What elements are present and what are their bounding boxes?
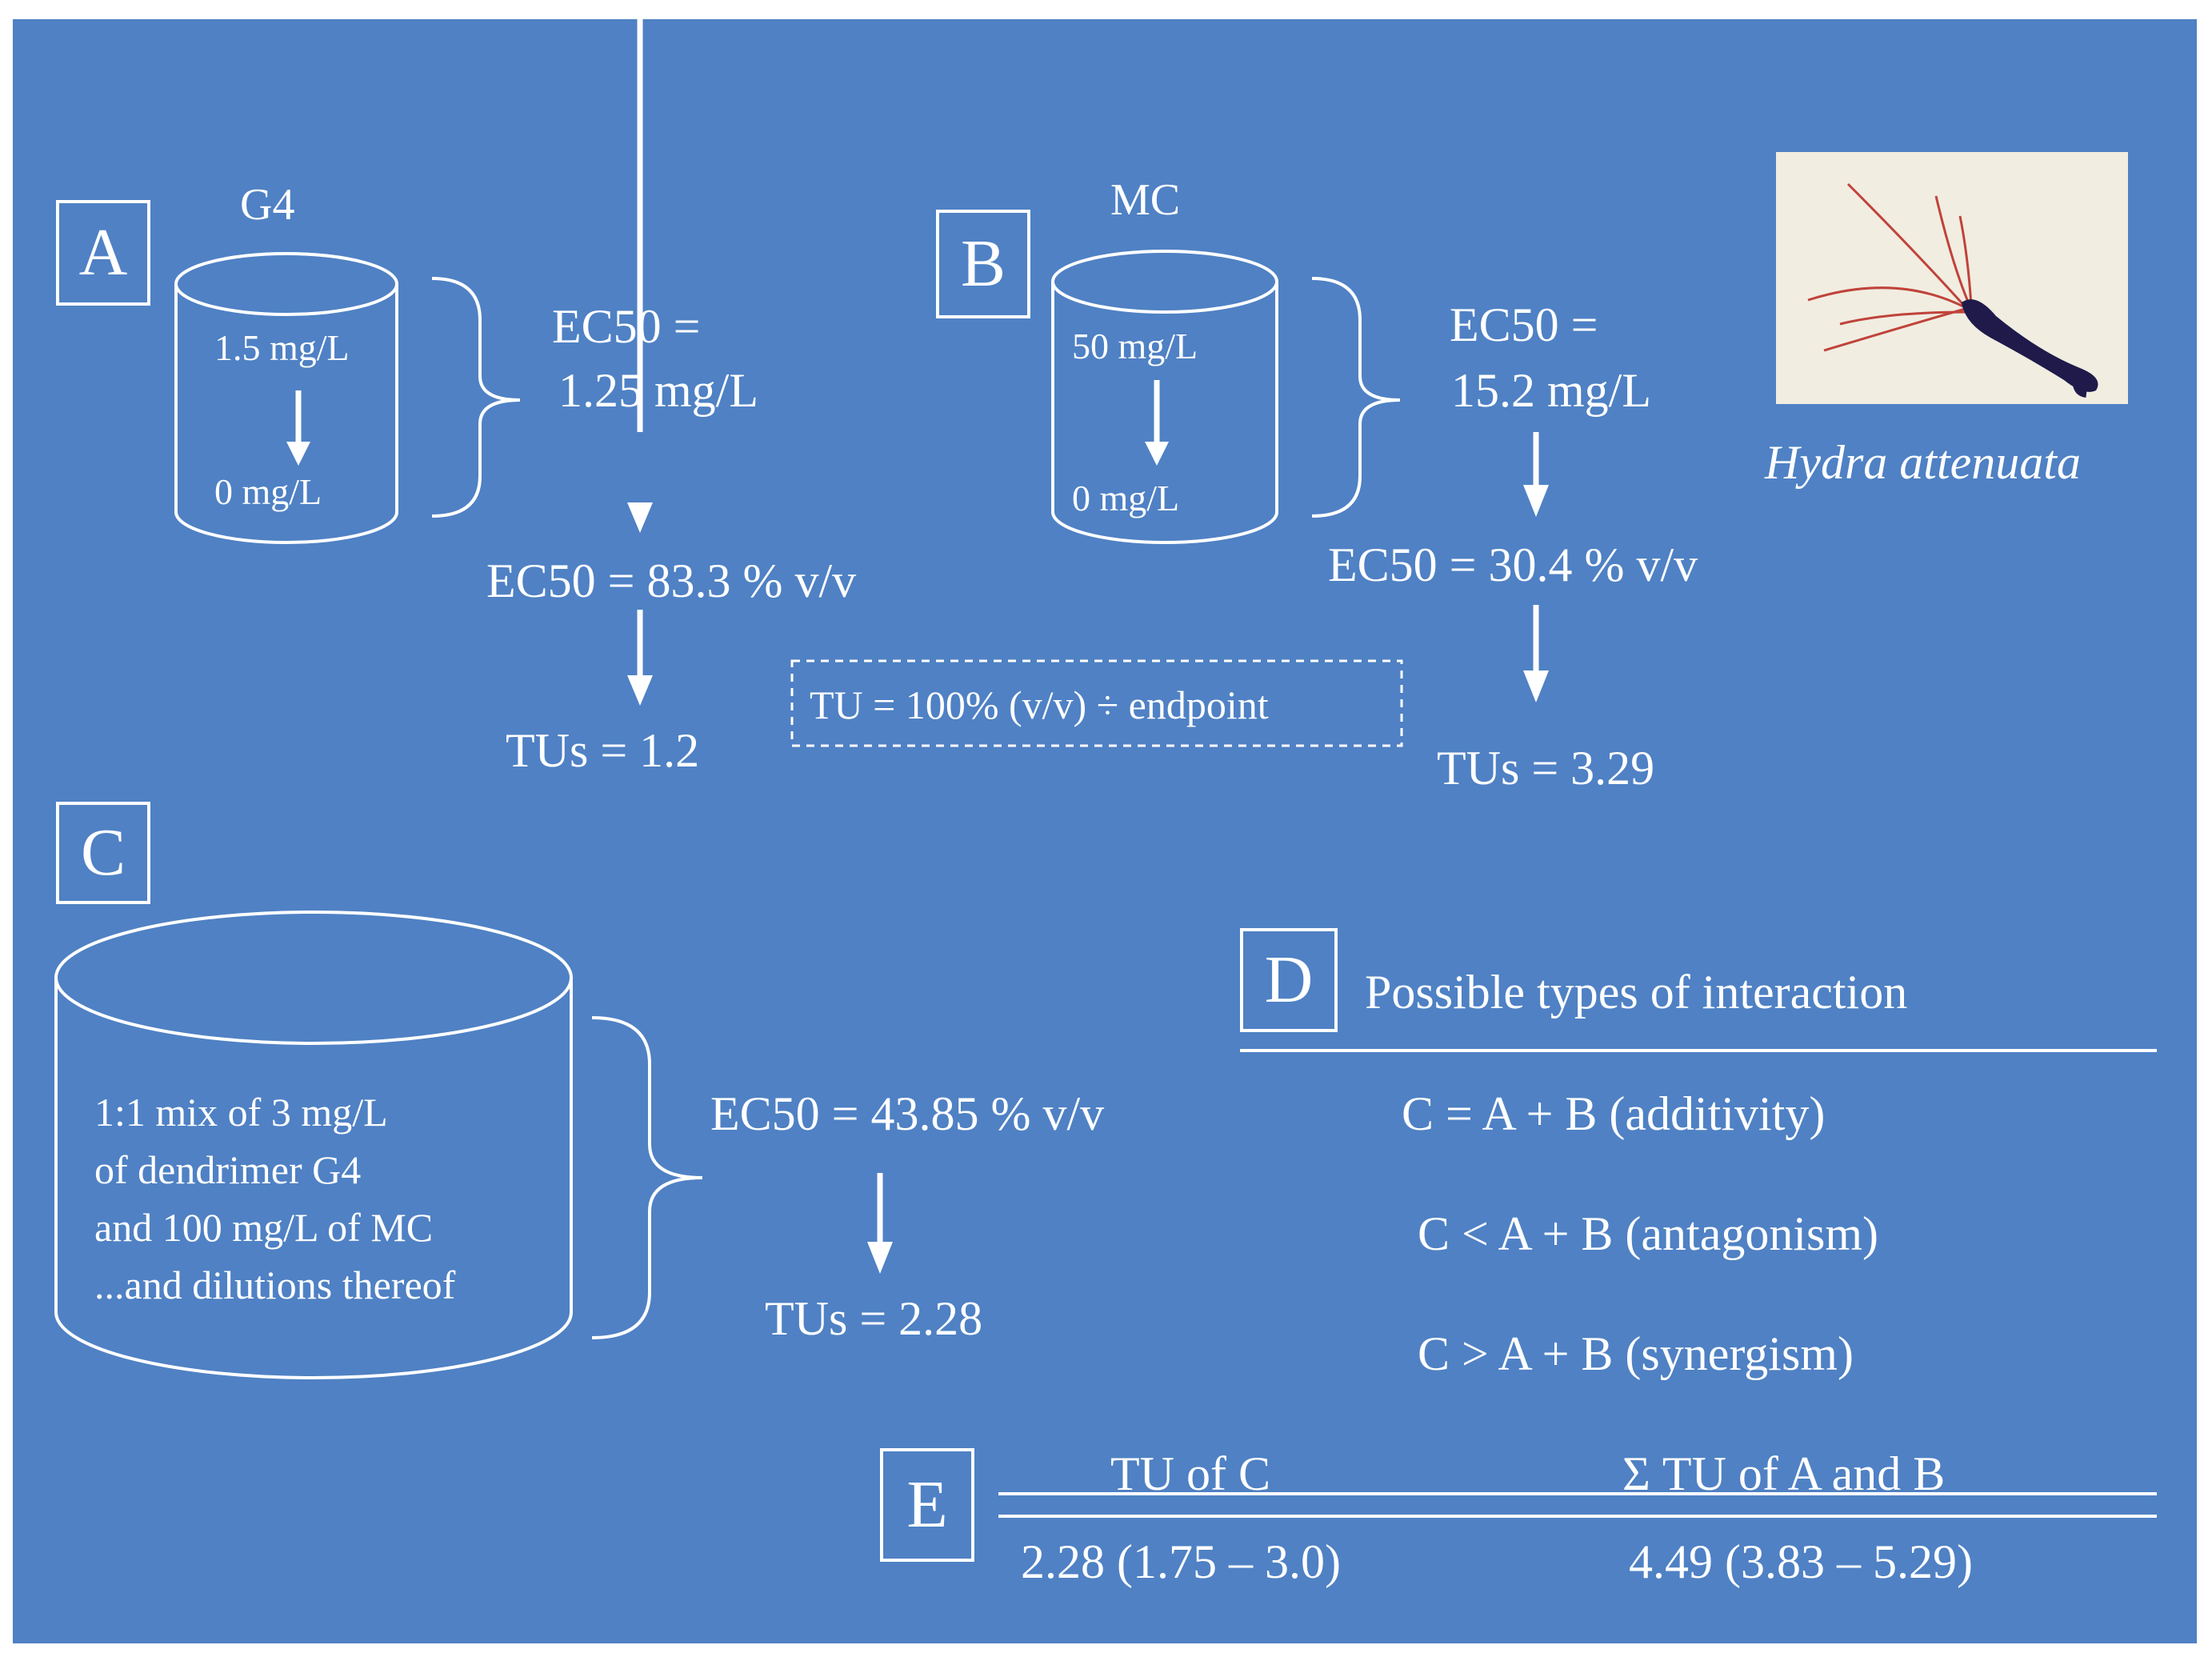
brace-c bbox=[591, 1016, 703, 1339]
panel-label-d: D bbox=[1240, 928, 1338, 1032]
table-header-tu-c: TU of C bbox=[1110, 1447, 1270, 1500]
arrow-a-inner bbox=[286, 390, 310, 466]
mix-line-1: 1:1 mix of 3 mg/L bbox=[94, 1090, 388, 1135]
interaction-synergism: C > A + B (synergism) bbox=[1418, 1327, 1854, 1380]
compound-b: MC bbox=[1110, 175, 1181, 225]
arrow-b-1 bbox=[1523, 432, 1549, 517]
conc-a-low: 0 mg/L bbox=[214, 471, 322, 512]
organism-name: Hydra attenuata bbox=[1765, 436, 2081, 489]
table-value-sum-tu: 4.49 (3.83 – 5.29) bbox=[1629, 1535, 1973, 1588]
ec50-a-mgl: 1.25 mg/L bbox=[558, 364, 758, 417]
formula-box bbox=[790, 659, 1403, 747]
ec50-c-vv: EC50 = 43.85 % v/v bbox=[710, 1087, 1105, 1140]
interaction-additivity: C = A + B (additivity) bbox=[1402, 1087, 1826, 1140]
panel-label-c: C bbox=[56, 802, 150, 904]
tus-b: TUs = 3.29 bbox=[1437, 742, 1655, 794]
mix-line-4: ...and dilutions thereof bbox=[94, 1263, 456, 1307]
panel-label-b: B bbox=[936, 210, 1030, 318]
brace-b bbox=[1311, 277, 1401, 518]
panel-label-e: E bbox=[880, 1448, 974, 1562]
arrow-c bbox=[867, 1173, 893, 1274]
cylinder-b bbox=[1051, 250, 1278, 544]
ec50-b-mgl: 15.2 mg/L bbox=[1451, 364, 1651, 417]
formula-text: TU = 100% (v/v) ÷ endpoint bbox=[810, 682, 1269, 727]
tus-a: TUs = 1.2 bbox=[506, 724, 700, 777]
hydra-photo bbox=[1776, 152, 2128, 404]
panel-label-a: A bbox=[56, 200, 150, 306]
mix-line-2: of dendrimer G4 bbox=[94, 1147, 362, 1192]
ec50-b-vv: EC50 = 30.4 % v/v bbox=[1328, 538, 1698, 591]
arrow-a-2 bbox=[627, 610, 653, 706]
conc-b-high: 50 mg/L bbox=[1072, 326, 1198, 366]
tus-c: TUs = 2.28 bbox=[765, 1292, 983, 1345]
conc-a-high: 1.5 mg/L bbox=[214, 327, 350, 368]
table-value-tu-c: 2.28 (1.75 – 3.0) bbox=[1021, 1535, 1341, 1588]
mix-line-3: and 100 mg/L of MC bbox=[94, 1205, 434, 1250]
arrow-b-inner bbox=[1145, 380, 1169, 466]
ec50-a-vv: EC50 = 83.3 % v/v bbox=[486, 554, 857, 607]
conc-b-low: 0 mg/L bbox=[1072, 478, 1180, 518]
arrow-b-2 bbox=[1523, 605, 1549, 702]
ec50-b-label: EC50 = bbox=[1450, 298, 1598, 351]
ec50-a-label: EC50 = bbox=[552, 300, 701, 353]
arrow-a-1 bbox=[627, 0, 653, 533]
table-header-sum-tu: Σ TU of A and B bbox=[1622, 1447, 1946, 1500]
hydra-icon bbox=[1807, 182, 2098, 398]
cylinder-c bbox=[54, 911, 573, 1379]
compound-a: G4 bbox=[240, 180, 295, 230]
brace-a bbox=[431, 277, 521, 518]
interaction-antagonism: C < A + B (antagonism) bbox=[1418, 1207, 1879, 1260]
panel-d-title: Possible types of interaction bbox=[1365, 966, 1908, 1019]
cylinder-a bbox=[174, 252, 398, 544]
